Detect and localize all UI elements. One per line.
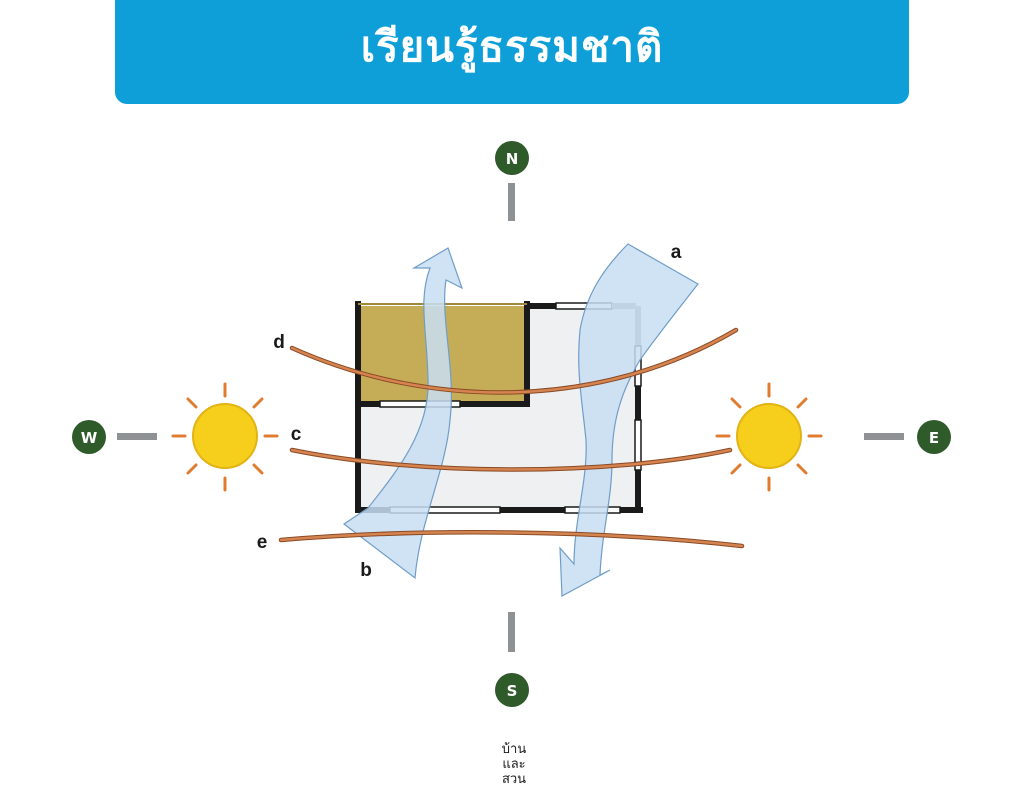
label-c: c bbox=[291, 424, 302, 445]
compass-east-label: E bbox=[929, 429, 939, 447]
label-e: e bbox=[257, 532, 268, 553]
compass-west-label: W bbox=[81, 429, 98, 447]
header-banner: เรียนรู้ธรรมชาติ bbox=[115, 0, 909, 104]
compass-north-label: N bbox=[506, 150, 519, 168]
sun-east-icon bbox=[715, 382, 823, 492]
sun-paths bbox=[278, 327, 745, 549]
compass-west: W bbox=[72, 420, 157, 454]
brand-logo: บ้าน และ สวน bbox=[490, 742, 538, 787]
compass-north: N bbox=[495, 141, 529, 221]
label-d: d bbox=[273, 332, 285, 353]
wind-path-a bbox=[559, 243, 699, 597]
page-title: เรียนรู้ธรรมชาติ bbox=[360, 22, 664, 71]
logo-line-1: บ้าน bbox=[501, 742, 527, 757]
compass-south: S bbox=[495, 612, 529, 707]
sun-west-icon bbox=[171, 382, 279, 492]
compass-east: E bbox=[864, 420, 951, 454]
logo-line-3: สวน bbox=[501, 772, 527, 787]
label-a: a bbox=[671, 242, 682, 263]
logo-line-2: และ bbox=[502, 757, 526, 772]
wind-path-b bbox=[342, 247, 464, 580]
label-b: b bbox=[360, 560, 372, 581]
compass-south-label: S bbox=[507, 682, 518, 700]
